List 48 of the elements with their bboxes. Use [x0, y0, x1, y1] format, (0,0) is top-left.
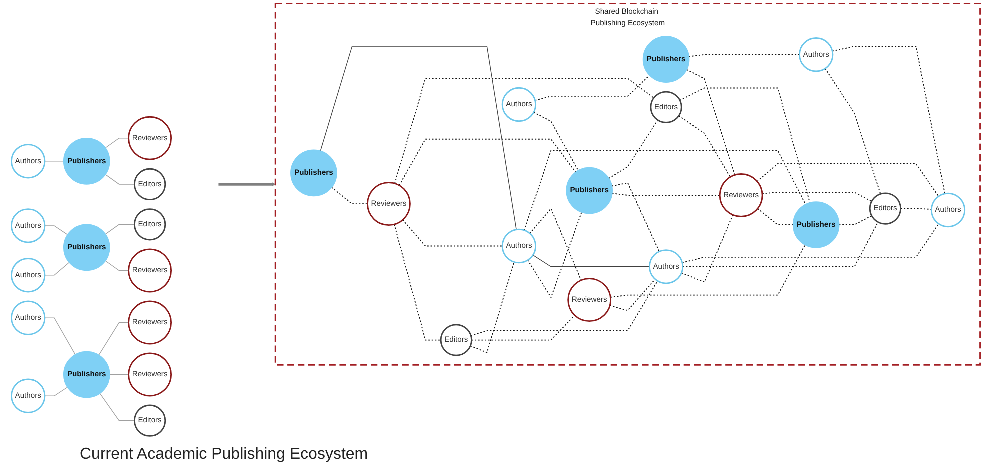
- connector: [757, 208, 794, 226]
- connector: [44, 226, 68, 236]
- connector: [612, 182, 660, 252]
- connector: [44, 161, 64, 162]
- connector: [105, 138, 130, 148]
- connector: [682, 224, 940, 264]
- connector: [612, 193, 721, 196]
- connector: [533, 112, 579, 172]
- connector: [109, 374, 130, 376]
- connector: [331, 187, 368, 205]
- connector: [524, 150, 806, 231]
- connector: [105, 174, 136, 185]
- connector: [678, 116, 731, 178]
- connector: [824, 68, 882, 195]
- connector: [320, 46, 517, 230]
- connector: [470, 262, 515, 354]
- arrow: [218, 182, 276, 187]
- connector: [470, 280, 658, 336]
- connector: [900, 208, 932, 210]
- connector: [528, 212, 582, 299]
- connector: [610, 278, 656, 312]
- connector: [838, 215, 872, 226]
- connector: [44, 318, 76, 356]
- connector: [680, 88, 811, 204]
- connector: [44, 262, 70, 276]
- connector: [610, 244, 806, 298]
- connector: [530, 208, 582, 281]
- connector: [44, 387, 68, 396]
- connector: [402, 220, 504, 247]
- connector: [762, 192, 872, 202]
- connector: [105, 224, 136, 235]
- connector: [682, 222, 879, 268]
- connector: [686, 69, 736, 176]
- connector: [100, 393, 136, 422]
- connector: [471, 314, 576, 341]
- caption-text: Current Academic Publishing Ecosystem: [80, 446, 368, 464]
- connector: [832, 46, 946, 194]
- connector: [105, 260, 130, 272]
- connector: [398, 138, 576, 186]
- connector: [681, 214, 734, 283]
- connector: [534, 75, 650, 102]
- connector: [688, 54, 800, 58]
- connector: [394, 224, 442, 341]
- connector: [756, 163, 940, 198]
- connector: [98, 322, 130, 356]
- connector: [532, 254, 650, 268]
- connector: [608, 120, 658, 180]
- connector: [394, 78, 654, 184]
